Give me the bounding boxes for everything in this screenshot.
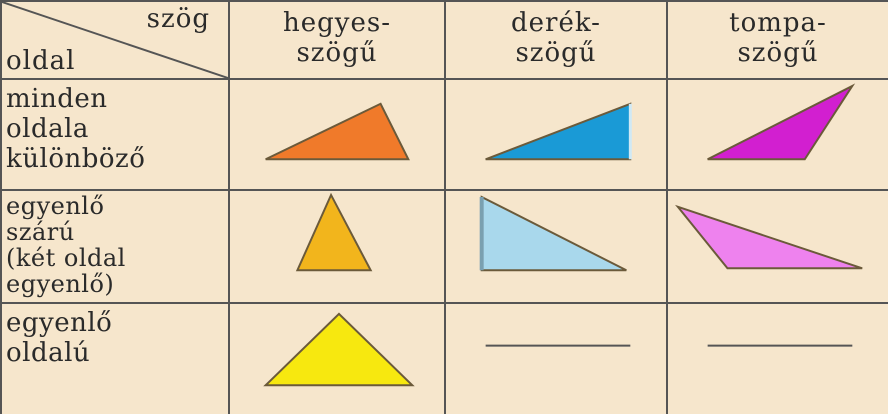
row-header-line: egyenlő) (6, 270, 115, 298)
column-header-line: szögű (737, 38, 819, 68)
cell-isosceles-acute (228, 189, 446, 304)
cell-isosceles-obtuse (666, 189, 888, 304)
cell-equilateral-obtuse (666, 301, 888, 414)
pink-isosceles-obtuse-triangle (675, 204, 863, 270)
row-header-scalene: minden oldala különböző (0, 78, 230, 191)
empty-cell-dash (707, 344, 853, 347)
row-header-line: (két oldal (6, 244, 126, 272)
cell-scalene-acute (228, 78, 446, 191)
column-header-line: szögű (296, 38, 378, 68)
row-header-line: különböző (6, 144, 146, 174)
row-equilateral: egyenlő oldalú (0, 301, 888, 414)
side-label: oldal (6, 46, 76, 76)
column-header-line: szögű (515, 38, 597, 68)
column-header-right: derék- szögű (444, 0, 668, 80)
cell-scalene-right (444, 78, 668, 191)
row-scalene: minden oldala különböző (0, 78, 888, 191)
header-row: szög oldal hegyes- szögű derék- szögű to… (0, 0, 888, 80)
diagonal-line (2, 2, 228, 78)
row-isosceles: egyenlő szárú (két oldal egyenlő) (0, 189, 888, 304)
yellow-orange-isosceles-acute-triangle (295, 192, 373, 272)
empty-cell-dash (485, 344, 631, 347)
orange-scalene-acute-triangle (265, 102, 410, 161)
row-header-isosceles: egyenlő szárú (két oldal egyenlő) (0, 189, 230, 304)
row-header-line: oldala (6, 114, 89, 144)
row-header-line: minden (6, 84, 108, 114)
column-header-obtuse: tompa- szögű (666, 0, 888, 80)
cell-equilateral-right (444, 301, 668, 414)
column-header-line: tompa- (729, 8, 827, 38)
yellow-equilateral-triangle (263, 312, 415, 387)
angle-label: szög (146, 4, 210, 34)
row-header-line: oldalú (6, 337, 91, 368)
cell-scalene-obtuse (666, 78, 888, 191)
row-header-line: egyenlő (6, 307, 113, 338)
magenta-scalene-obtuse-triangle (707, 83, 856, 161)
column-header-acute: hegyes- szögű (228, 0, 446, 80)
row-header-line: szárú (6, 218, 75, 246)
row-header-line: egyenlő (6, 192, 105, 220)
cell-equilateral-acute (228, 301, 446, 414)
light-blue-isosceles-right-triangle (479, 195, 627, 272)
cell-isosceles-right (444, 189, 668, 304)
blue-scalene-right-triangle (485, 102, 632, 161)
column-header-line: hegyes- (283, 8, 391, 38)
row-header-equilateral: egyenlő oldalú (0, 301, 230, 414)
column-header-line: derék- (511, 8, 601, 38)
corner-cell: szög oldal (0, 0, 230, 80)
